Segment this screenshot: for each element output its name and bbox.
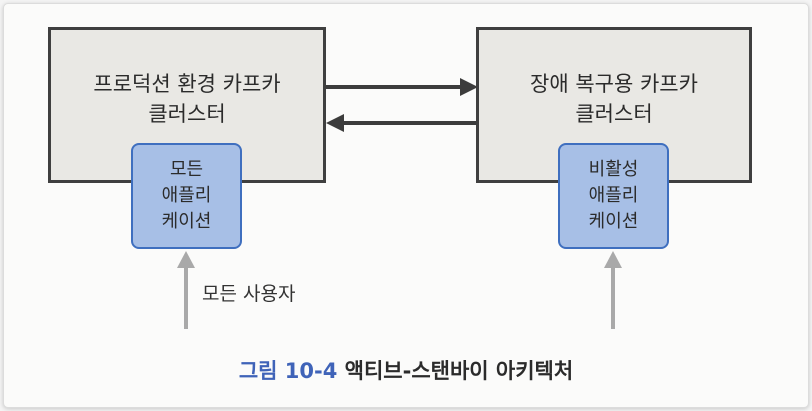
users-arrow-head xyxy=(177,251,195,268)
inactive-arrow-head xyxy=(604,251,622,268)
figure-number: 그림 10-4 xyxy=(238,359,338,383)
production-cluster-label: 프로덕션 환경 카프카 클러스터 xyxy=(93,72,281,126)
replication-arrow-head xyxy=(460,78,478,96)
inactive-apps-box: 비활성 애플리 케이션 xyxy=(558,143,669,249)
dr-cluster-label: 장애 복구용 카프카 클러스터 xyxy=(530,72,698,126)
users-label: 모든 사용자 xyxy=(202,283,296,305)
reverse-arrow-head xyxy=(326,114,344,132)
production-cluster-box: 프로덕션 환경 카프카 클러스터 xyxy=(48,27,326,183)
figure-title: 액티브-스탠바이 아키텍처 xyxy=(344,359,574,383)
figure-caption: 그림 10-4 액티브-스탠바이 아키텍처 xyxy=(0,355,812,385)
all-apps-box: 모든 애플리 케이션 xyxy=(131,143,242,249)
